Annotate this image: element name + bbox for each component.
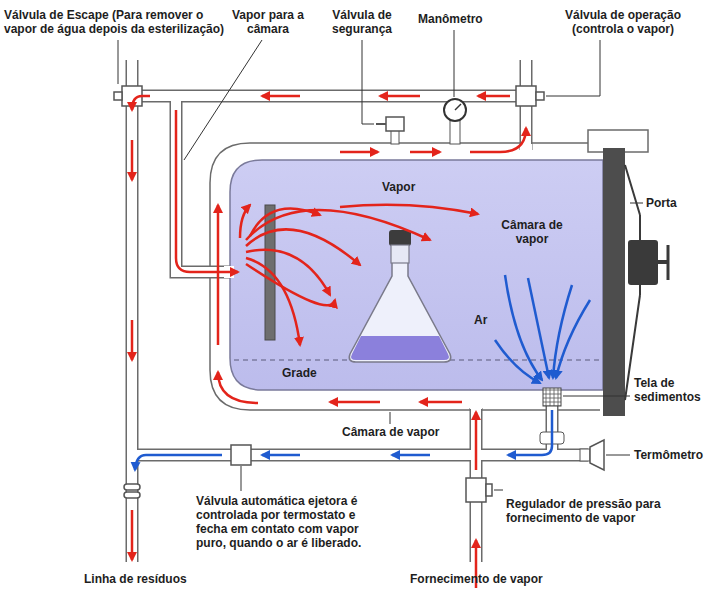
regulator-label: Regulador de pressão para fornecimento d… xyxy=(506,497,671,525)
grate-label: Grade xyxy=(282,366,317,380)
leader-line xyxy=(118,30,643,491)
thermometer-label: Termômetro xyxy=(634,448,703,462)
pipe-label: Vapor para a câmara xyxy=(226,8,310,36)
screen-label: Tela de sedimentos xyxy=(634,376,714,404)
valve-label: Válvula de Escape (Para remover o vapor … xyxy=(4,8,232,36)
thermometer xyxy=(580,440,604,470)
valve-label: Válvula de segurança xyxy=(322,8,402,36)
door-label: Porta xyxy=(646,196,677,210)
note-text: Válvula automática ejetora é controlada … xyxy=(196,494,384,550)
valve xyxy=(114,86,544,502)
pipe-bore xyxy=(470,398,482,409)
gauge-label: Manômetro xyxy=(418,12,483,26)
line-label: Linha de resíduos xyxy=(84,572,187,586)
supply-label: Fornecimento de vapor xyxy=(410,572,543,586)
safety-valve xyxy=(376,117,404,144)
chamber-label: Câmara de vapor xyxy=(494,218,570,246)
steam-arrow xyxy=(132,96,526,588)
jacket-label: Câmara de vapor xyxy=(340,425,441,439)
pipe-bore xyxy=(520,144,532,158)
steam-chamber xyxy=(230,160,603,390)
air-label: Ar xyxy=(474,313,487,327)
chamber-label: Vapor xyxy=(382,180,415,194)
sediment-screen xyxy=(543,388,561,406)
air-arrow xyxy=(135,275,590,470)
valve-label: Válvula de operação (controla o vapor) xyxy=(548,8,698,36)
pressure-gauge xyxy=(444,99,466,144)
door xyxy=(603,148,668,416)
erlenmeyer-flask xyxy=(349,230,451,362)
